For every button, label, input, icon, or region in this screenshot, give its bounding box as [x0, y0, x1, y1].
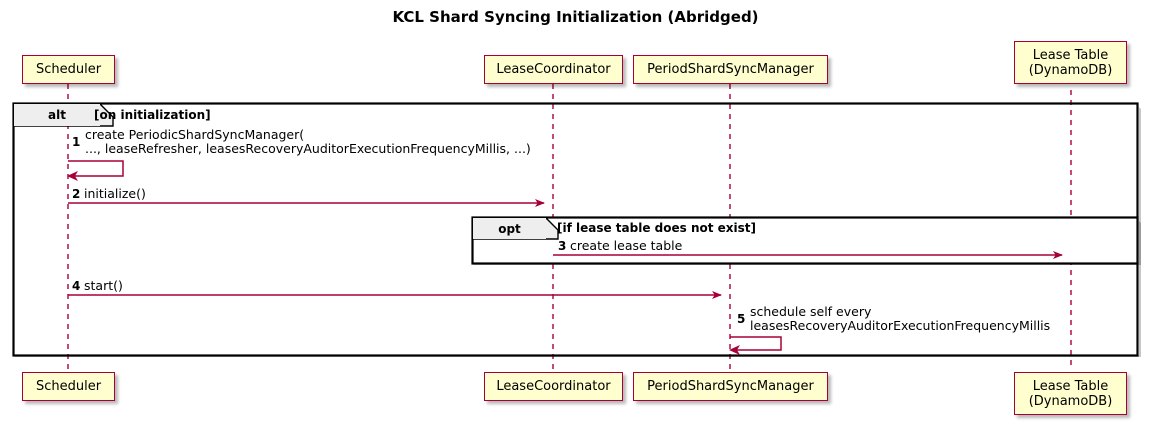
message-number-4: 4 [72, 279, 81, 293]
participant-label: PeriodShardSyncManager [647, 379, 814, 394]
participant-label: LeaseCoordinator [496, 62, 611, 77]
fragment-guard-opt: [if lease table does not exist] [557, 221, 757, 235]
participant-label: Scheduler [35, 62, 102, 77]
participant-period-shard-sync-manager-top[interactable]: PeriodShardSyncManager [633, 55, 828, 84]
message-number-5: 5 [737, 312, 746, 326]
message-arrow-5 [729, 336, 782, 355]
participant-lease-coordinator-bottom[interactable]: LeaseCoordinator [484, 372, 623, 401]
participant-label: Scheduler [35, 379, 102, 394]
participant-lease-coordinator-top[interactable]: LeaseCoordinator [484, 55, 623, 84]
participant-label: Lease Table (DynamoDB) [1028, 378, 1113, 409]
message-arrow-1 [67, 160, 124, 181]
message-label-5: schedule self every leasesRecoveryAudito… [750, 304, 1051, 333]
participant-lease-table-bottom[interactable]: Lease Table (DynamoDB) [1014, 372, 1127, 415]
message-number-3: 3 [558, 239, 567, 253]
participant-label: Lease Table (DynamoDB) [1028, 47, 1113, 78]
participant-label: PeriodShardSyncManager [647, 62, 814, 77]
participant-lease-table-top[interactable]: Lease Table (DynamoDB) [1014, 41, 1127, 84]
message-label-3: create lease table [570, 238, 683, 253]
fragment-operator-opt: opt [473, 218, 546, 239]
fragment-operator-alt: alt [14, 104, 100, 126]
participant-scheduler-bottom[interactable]: Scheduler [22, 372, 115, 401]
participant-label: LeaseCoordinator [496, 379, 611, 394]
fragment-guard-alt: [on initialization] [94, 108, 211, 122]
message-label-4: start() [84, 278, 123, 293]
participant-period-shard-sync-manager-bottom[interactable]: PeriodShardSyncManager [633, 372, 828, 401]
message-number-2: 2 [72, 187, 81, 201]
message-number-1: 1 [72, 135, 81, 149]
message-label-1: create PeriodicShardSyncManager( ..., le… [85, 127, 531, 156]
participant-scheduler-top[interactable]: Scheduler [22, 55, 115, 84]
diagram-title: KCL Shard Syncing Initialization (Abridg… [392, 8, 759, 26]
message-label-2: initialize() [84, 186, 146, 201]
